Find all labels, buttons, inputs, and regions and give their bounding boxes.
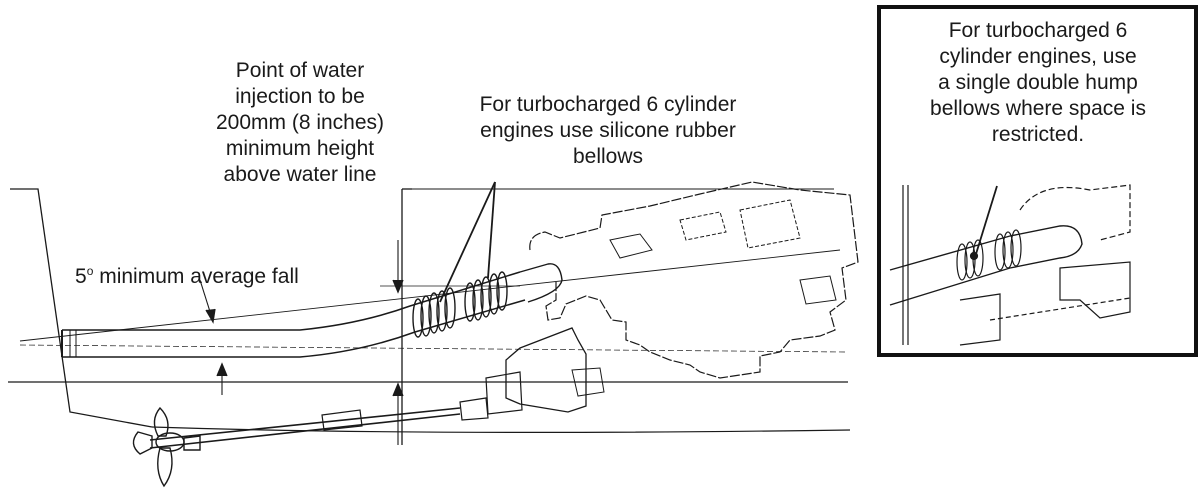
degree-symbol: o xyxy=(86,264,94,278)
water-injection-line: injection to be xyxy=(235,85,365,108)
propeller-shaft xyxy=(149,407,461,449)
exhaust-pipe-bottom xyxy=(62,299,526,358)
inset-note-line: cylinder engines, use xyxy=(939,45,1137,68)
inset-note: For turbocharged 6 cylinder engines, use… xyxy=(880,18,1196,148)
fall-value: 5 xyxy=(75,265,87,288)
inset-note-line: bellows where space is xyxy=(930,97,1146,120)
inset-detail xyxy=(889,184,1131,346)
bellows-note: For turbocharged 6 cylinder engines use … xyxy=(432,92,784,170)
bellows-note-line: bellows xyxy=(572,145,644,168)
bellows-leader-2 xyxy=(487,181,496,279)
gearbox xyxy=(505,327,587,413)
inset-note-line: a single double hump xyxy=(938,71,1138,94)
hull-outline xyxy=(10,188,153,428)
turbo-elbow xyxy=(519,263,563,303)
engine-block xyxy=(529,181,859,379)
water-injection-note: Point of water injection to be 200mm (8 … xyxy=(180,58,420,188)
inset-note-line: For turbocharged 6 xyxy=(948,19,1128,42)
fall-reference-line xyxy=(19,249,841,342)
water-injection-line: Point of water xyxy=(235,59,365,82)
inset-note-line: restricted. xyxy=(991,123,1085,146)
inset-frame xyxy=(877,5,1198,357)
fall-text: minimum average fall xyxy=(93,265,299,288)
water-injection-line: 200mm (8 inches) xyxy=(215,111,385,134)
bellows-main xyxy=(412,271,508,338)
bellows-note-line: For turbocharged 6 cylinder xyxy=(479,93,737,116)
water-injection-line: minimum height xyxy=(225,137,375,160)
exhaust-pipe-top xyxy=(62,271,521,331)
propeller xyxy=(132,406,201,488)
water-injection-line: above water line xyxy=(223,163,377,186)
engine-bed-line xyxy=(19,344,846,353)
bellows-leader-1 xyxy=(439,181,496,303)
bellows-note-line: engines use silicone rubber xyxy=(480,119,736,142)
fall-note: 5o minimum average fall xyxy=(75,258,395,290)
hull-keel xyxy=(151,426,851,433)
